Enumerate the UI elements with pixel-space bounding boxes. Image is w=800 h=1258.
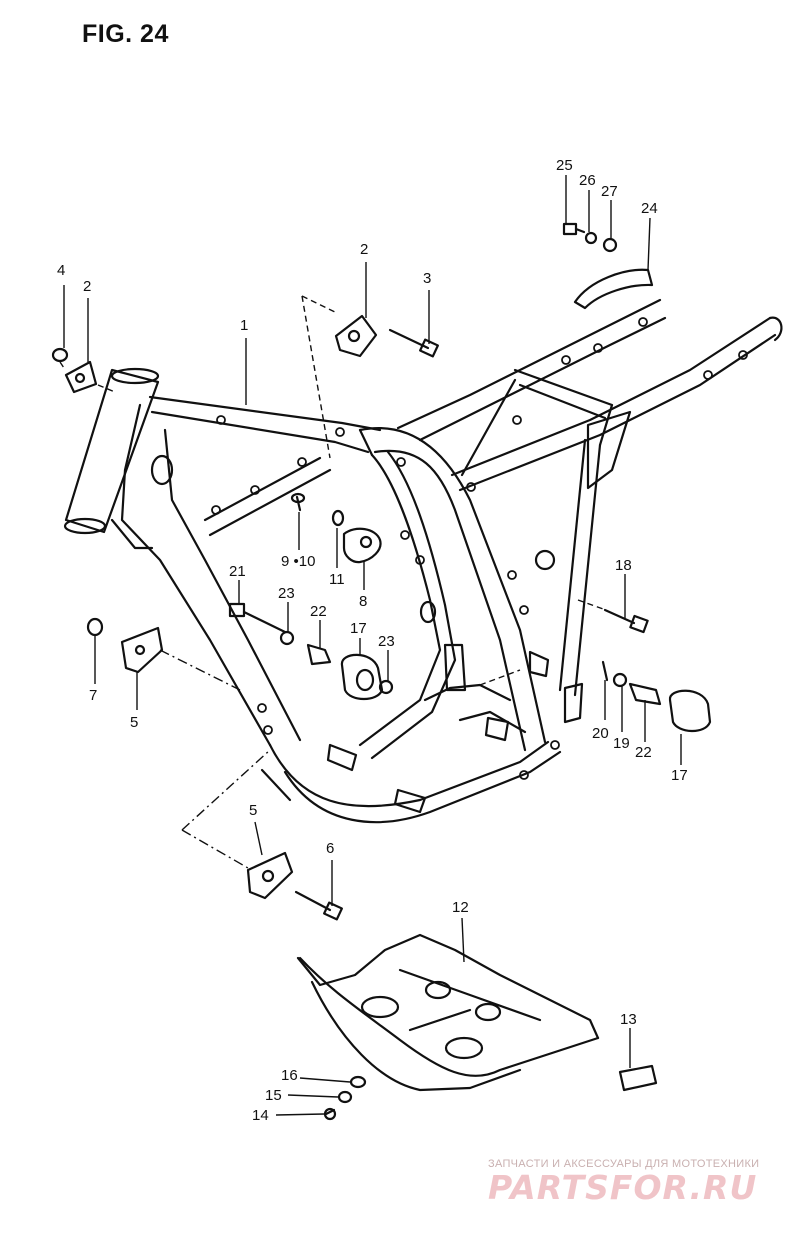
bracket-8 [342,527,382,564]
bolt-6 [294,890,332,912]
callout-2b: 2 [360,241,368,258]
callout-19: 19 [613,735,630,752]
callout-12: 12 [452,899,469,916]
washer-23a [279,630,295,646]
callout-1: 1 [240,317,248,334]
leader-lines [59,175,682,1116]
bolt-21 [228,602,246,618]
mount-plate-5b [246,851,294,900]
callout-labels: 1 2 2 3 4 5 5 6 7 8 9 •10 11 12 13 14 15… [57,157,688,1124]
nut-7 [86,617,104,637]
frame-drawing [63,298,783,824]
callout-9-10: 9 •10 [281,553,315,570]
callout-22a: 22 [310,603,327,620]
washer-19 [612,672,628,688]
callout-20: 20 [592,725,609,742]
callout-8: 8 [359,593,367,610]
watermark-logo: PARTSFOR.RU [488,1168,758,1207]
callout-26: 26 [579,172,596,189]
callout-14: 14 [252,1107,269,1124]
bushing-17b [668,689,712,733]
callout-24: 24 [641,200,658,217]
spacer-22b [628,682,662,706]
callout-6: 6 [326,840,334,857]
callout-15: 15 [265,1087,282,1104]
bushing-17a [340,653,384,701]
watermark-caption: ЗАПЧАСТИ И АКСЕССУАРЫ ДЛЯ МОТОТЕХНИКИ [488,1158,760,1170]
callout-11: 11 [329,571,345,588]
head-plate-left [64,360,98,394]
callout-5b: 5 [249,802,257,819]
callout-17b: 17 [671,767,688,784]
washer-15 [337,1090,353,1104]
callout-18: 18 [615,557,632,574]
washer-27 [602,237,618,253]
pin-20 [601,660,609,682]
nut-4 [51,347,69,363]
figure-title: FIG. 24 [82,20,169,48]
callout-7: 7 [89,687,97,704]
washer-23b [378,679,394,695]
bracket-24 [573,268,654,310]
washer-16 [349,1075,367,1089]
spacer-22a [306,643,332,666]
pad-13 [618,1064,658,1092]
callout-22b: 22 [635,744,652,761]
callout-16: 16 [281,1067,298,1084]
skid-plate-drawing [296,933,600,1092]
callout-3: 3 [423,270,431,287]
callout-25: 25 [556,157,573,174]
mount-plate-5a [120,626,164,674]
nut-11 [331,509,345,527]
callout-21: 21 [229,563,246,580]
callout-13: 13 [620,1011,637,1028]
bolt-18 [603,608,636,625]
bolt-9-10 [295,495,302,512]
callout-23a: 23 [278,585,295,602]
callout-2a: 2 [83,278,91,295]
callout-27: 27 [601,183,618,200]
head-plate-right [334,314,378,358]
callout-4: 4 [57,262,65,279]
callout-5a: 5 [130,714,138,731]
callout-23b: 23 [378,633,395,650]
nut-26 [584,231,598,245]
callout-17a: 17 [350,620,367,637]
bolt-25 [562,222,578,236]
